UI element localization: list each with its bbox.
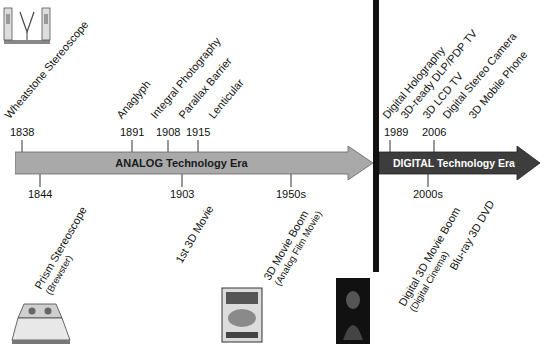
poster-frame (336, 278, 370, 344)
year-label: 2006 (422, 126, 446, 139)
sketch-mirror (20, 12, 34, 32)
tick-line (428, 174, 429, 187)
year-label: 1844 (28, 188, 52, 201)
tick-line (291, 174, 292, 187)
tick-line (434, 140, 435, 152)
arrow-outline (379, 146, 540, 180)
sketch-board (4, 8, 12, 40)
tick-line (390, 140, 391, 152)
era-text-box: ANALOG Technology Era (15, 152, 348, 174)
event-label: Anaglyph (114, 77, 153, 120)
sketch-stand (27, 32, 28, 40)
event-label: 1st 3D Movie (173, 204, 216, 266)
poster-strip (226, 332, 258, 338)
sketch-body (12, 318, 70, 340)
era-label: ANALOG Technology Era (115, 157, 247, 170)
tick-line (132, 140, 133, 152)
sketch-board (42, 8, 50, 40)
year-label: 1908 (156, 126, 180, 139)
sketch-hood (18, 304, 62, 318)
year-label: 1891 (120, 126, 144, 139)
wheatstone-sketch (4, 8, 50, 44)
tick-line (182, 174, 183, 187)
poster-banner (226, 292, 258, 304)
sketch-eyepiece (45, 308, 52, 315)
year-label: 1989 (384, 126, 408, 139)
analog-movie-poster (222, 288, 262, 342)
tick-line (40, 174, 41, 187)
era-label: DIGITAL Technology Era (393, 157, 515, 170)
poster-figure (228, 309, 256, 327)
digital-movie-poster (336, 278, 370, 344)
tick-line (22, 140, 23, 152)
tick-line (168, 140, 169, 152)
era-text-box: DIGITAL Technology Era (379, 152, 529, 174)
poster-figure (346, 291, 360, 309)
prism-stereoscope-sketch (12, 304, 70, 344)
year-label: 2000s (413, 188, 443, 201)
sketch-picture (44, 14, 48, 24)
poster-frame (222, 288, 262, 342)
year-label: 1903 (170, 188, 194, 201)
era-divider (373, 0, 379, 272)
sketch-picture (6, 14, 10, 24)
sketch-eyepiece (29, 308, 36, 315)
year-label: 1950s (276, 188, 306, 201)
year-label: 1838 (10, 126, 34, 139)
tick-line (198, 140, 199, 152)
poster-figure (343, 325, 363, 340)
year-label: 1915 (186, 126, 210, 139)
sketch-base (4, 40, 50, 44)
era-arrow: ANALOG Technology Era (15, 146, 373, 180)
era-arrow: DIGITAL Technology Era (379, 146, 540, 180)
sketch-base (12, 340, 70, 344)
arrow-outline (15, 146, 373, 180)
